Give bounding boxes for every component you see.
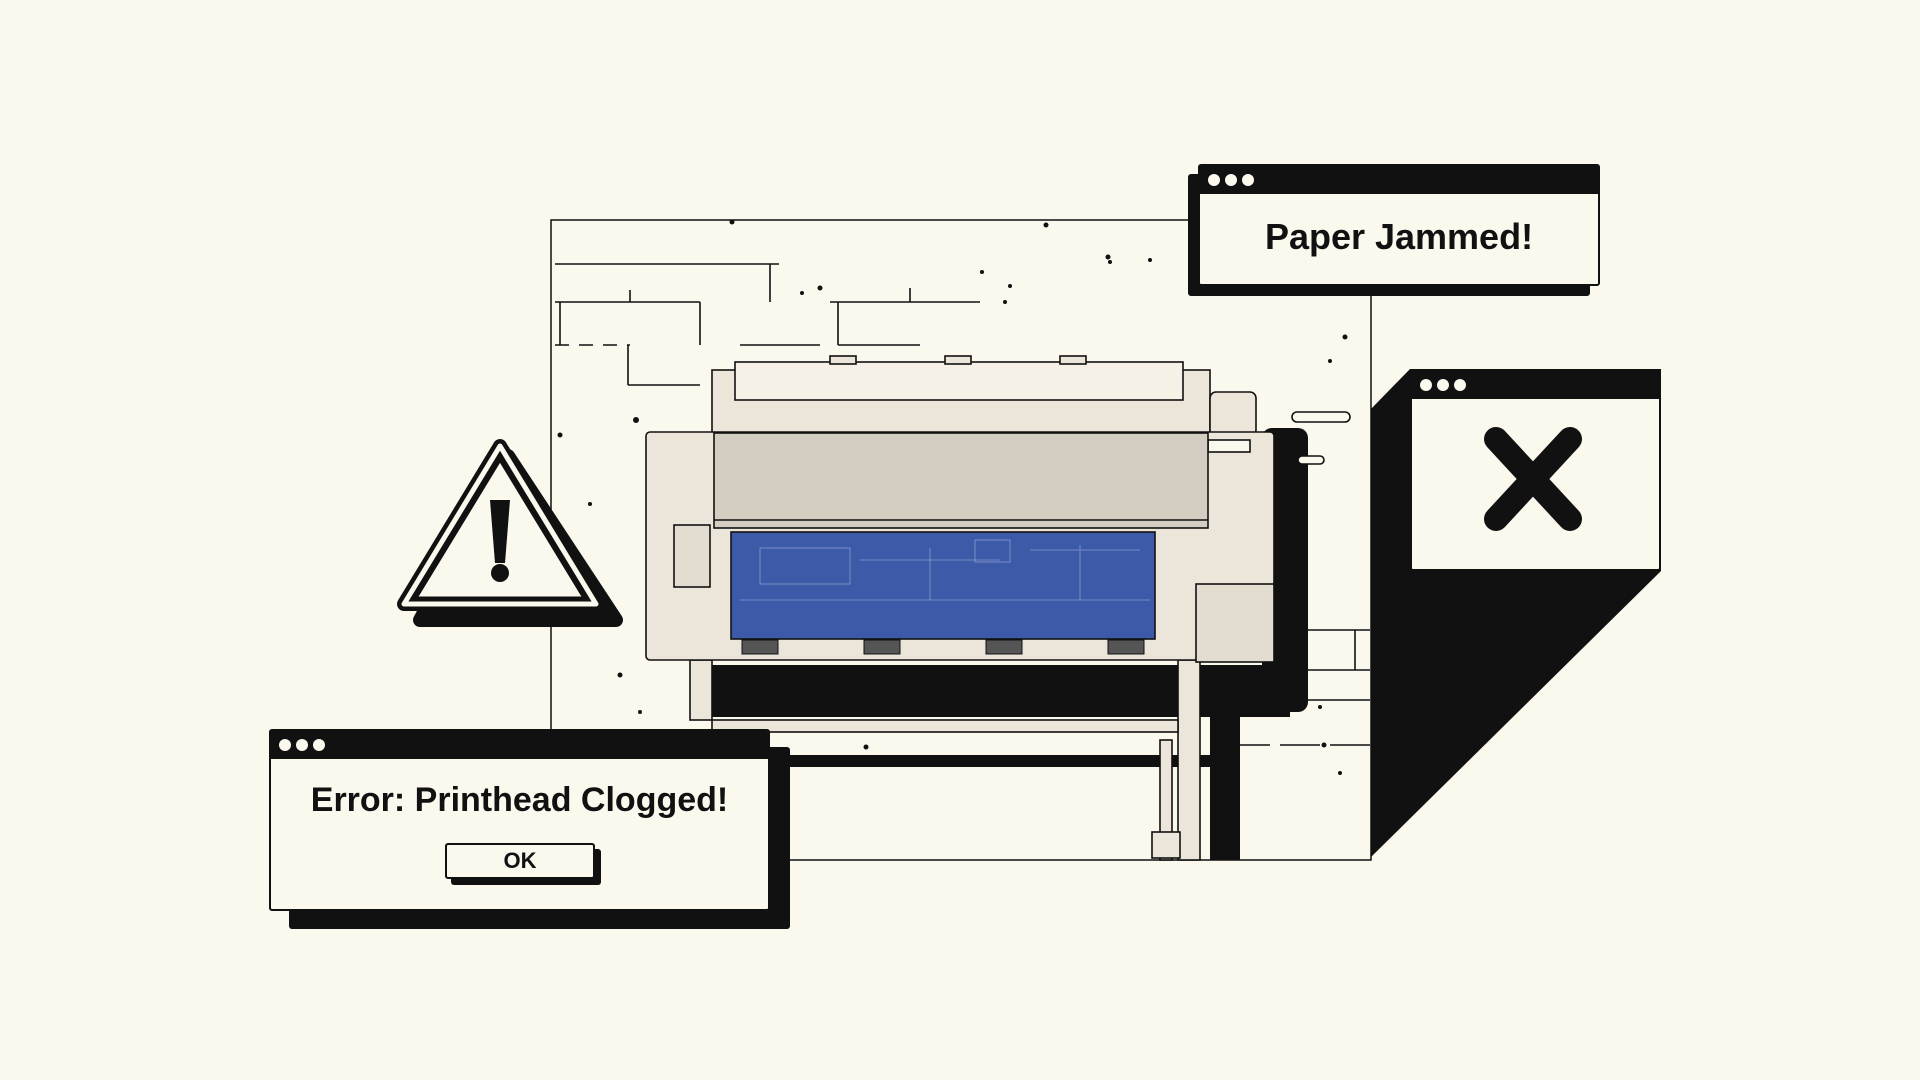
- printhead-error-title-bar: [271, 731, 768, 759]
- printed-blueprint: [730, 531, 1156, 640]
- window-control-dot[interactable]: [1208, 174, 1220, 186]
- printhead-error-dialog: Error: Printhead Clogged! OK: [269, 729, 770, 911]
- paper-jammed-title-bar: [1200, 166, 1598, 194]
- window-control-dot[interactable]: [313, 739, 325, 751]
- output-rollers: [741, 639, 1145, 655]
- paper-jammed-dialog: Paper Jammed!: [1198, 164, 1600, 286]
- printer-stand: [689, 659, 1201, 861]
- window-control-dot[interactable]: [1225, 174, 1237, 186]
- close-window-title-bar: [1412, 371, 1659, 399]
- close-window-dialog: [1410, 369, 1661, 571]
- window-control-dot[interactable]: [1454, 379, 1466, 391]
- printhead-error-message: Error: Printhead Clogged!: [310, 781, 729, 819]
- paper-jammed-message: Paper Jammed!: [1264, 216, 1534, 257]
- ink-specks: [557, 219, 1348, 775]
- close-x-icon[interactable]: [1412, 399, 1659, 569]
- paper-roll-housing: [711, 355, 1351, 465]
- window-control-dot[interactable]: [296, 739, 308, 751]
- window-control-dot[interactable]: [1437, 379, 1449, 391]
- window-control-dot[interactable]: [1242, 174, 1254, 186]
- ok-button[interactable]: OK: [445, 843, 595, 879]
- window-control-dot[interactable]: [279, 739, 291, 751]
- warning-triangle-icon: [397, 439, 623, 627]
- window-control-dot[interactable]: [1420, 379, 1432, 391]
